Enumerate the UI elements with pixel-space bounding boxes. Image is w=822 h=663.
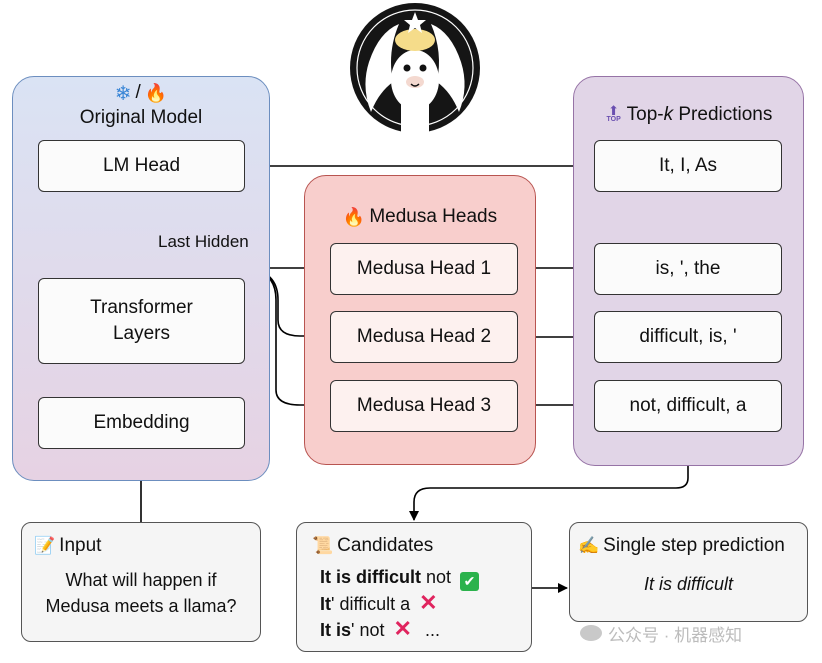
memo-icon: 📝 (34, 536, 56, 555)
single-step-text: It is difficult (643, 574, 734, 594)
candidate-row-3: It is' not ✕ ... (320, 616, 440, 643)
watermark: 公众号 · 机器感知 (580, 620, 810, 646)
fire-icon: 🔥 (342, 206, 366, 227)
prediction-box-2[interactable]: is, ', the (594, 243, 782, 295)
candidate-3-rest: ' not (351, 620, 385, 640)
top-k-title-k: k (663, 104, 674, 125)
candidate-3-accepted: It is (320, 620, 352, 640)
check-icon: ✔ (460, 571, 480, 591)
cross-icon: ✕ (393, 616, 412, 641)
top-arrow-icon: ⬆TOP (606, 103, 621, 123)
original-model-icons: ❄ / 🔥 (12, 80, 270, 106)
pencil-icon: ✍ (578, 536, 600, 555)
single-step-title: Single step prediction (603, 535, 785, 556)
single-step-title-row: ✍ Single step prediction (578, 534, 785, 558)
input-box[interactable] (21, 522, 261, 642)
transformer-line1: Transformer (90, 297, 193, 318)
single-step-box[interactable] (569, 522, 808, 622)
input-title-row: 📝 Input (34, 534, 101, 558)
candidates-box[interactable] (296, 522, 532, 652)
medusa-head-1-box[interactable]: Medusa Head 1 (330, 243, 518, 295)
arrow-pred-to-candidates (409, 466, 689, 521)
candidate-3-ellipsis: ... (424, 620, 440, 640)
snowflake-icon: ❄ (114, 82, 132, 105)
wechat-icon (580, 625, 602, 641)
candidate-1-rest: not (421, 567, 452, 587)
medusa-head-3-box[interactable]: Medusa Head 3 (330, 380, 518, 432)
medusa-head-2-box[interactable]: Medusa Head 2 (330, 311, 518, 363)
top-k-title-prefix: Top- (626, 104, 664, 125)
medusa-heads-title-row: 🔥 Medusa Heads (304, 204, 536, 230)
top-k-title-suffix: Predictions (673, 104, 773, 125)
prediction-box-1[interactable]: It, I, As (594, 140, 782, 192)
fire-icon: 🔥 (144, 82, 168, 103)
input-line-2: Medusa meets a llama? (45, 596, 237, 616)
scroll-icon: 📜 (312, 536, 334, 555)
candidate-2-rest: ' difficult a (331, 594, 411, 614)
watermark-text: 公众号 · 机器感知 (608, 625, 743, 645)
candidates-title: Candidates (337, 535, 434, 556)
lm-head-box[interactable]: LM Head (38, 140, 245, 192)
llama-logo (349, 2, 481, 134)
prediction-box-3[interactable]: difficult, is, ' (594, 311, 782, 363)
transformer-layers-box[interactable]: Transformer Layers (38, 278, 245, 364)
title-separator: / (135, 82, 141, 103)
cross-icon: ✕ (419, 590, 438, 615)
candidate-1-accepted: It is difficult (320, 567, 421, 587)
input-line-1: What will happen if (65, 570, 217, 590)
candidate-row-1: It is difficult not ✔ (320, 564, 480, 591)
candidate-row-2: It' difficult a ✕ (320, 590, 438, 617)
input-title: Input (59, 535, 102, 556)
original-model-title: Original Model (79, 107, 203, 128)
candidates-title-row: 📜 Candidates (312, 534, 433, 558)
input-text: What will happen if Medusa meets a llama… (21, 567, 261, 619)
last-hidden-label: Last Hidden (158, 232, 249, 251)
candidate-2-accepted: It (320, 594, 331, 614)
embedding-box[interactable]: Embedding (38, 397, 245, 449)
prediction-box-4[interactable]: not, difficult, a (594, 380, 782, 432)
medusa-heads-title: Medusa Heads (369, 206, 498, 227)
top-k-title-row: ⬆TOP Top-k Predictions (573, 102, 804, 128)
transformer-line2: Layers (112, 323, 171, 344)
